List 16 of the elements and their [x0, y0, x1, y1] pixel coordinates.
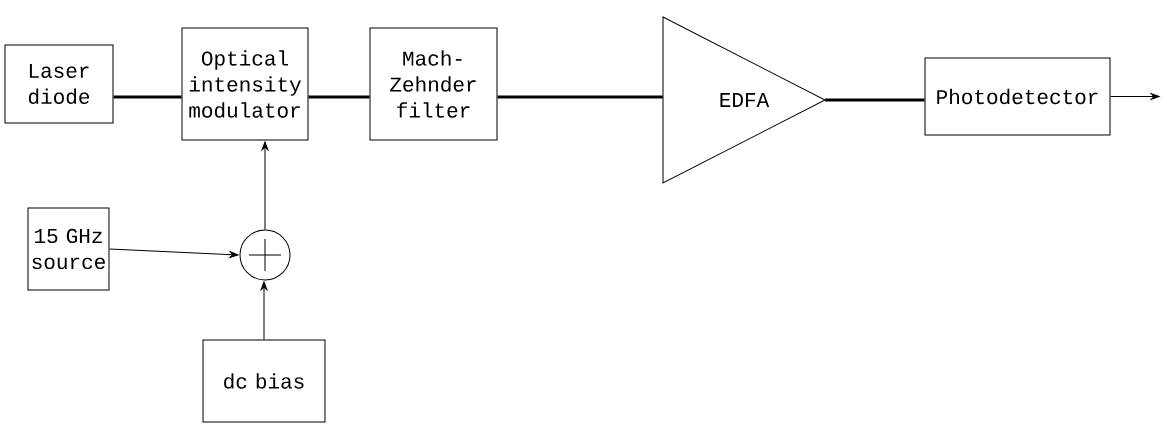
- arrow: [109, 248, 239, 258]
- connector-line: [825, 98, 925, 102]
- process-box: dc bias: [202, 339, 326, 423]
- process-box: Laser diode: [4, 44, 114, 124]
- arrow: [260, 281, 268, 340]
- process-box: Optical intensity modulator: [181, 27, 309, 141]
- summing-circle: [239, 229, 291, 281]
- process-box: Photodetector: [924, 57, 1111, 136]
- connector-line: [497, 95, 663, 99]
- process-box: Mach-Zehnder filter: [369, 27, 498, 141]
- arrow: [261, 141, 269, 230]
- connector-line: [308, 95, 370, 99]
- process-box: 15 GHz source: [27, 207, 110, 291]
- arrow: [1110, 93, 1160, 100]
- amplifier-triangle: EDFA: [662, 16, 826, 184]
- connector-line: [113, 95, 182, 99]
